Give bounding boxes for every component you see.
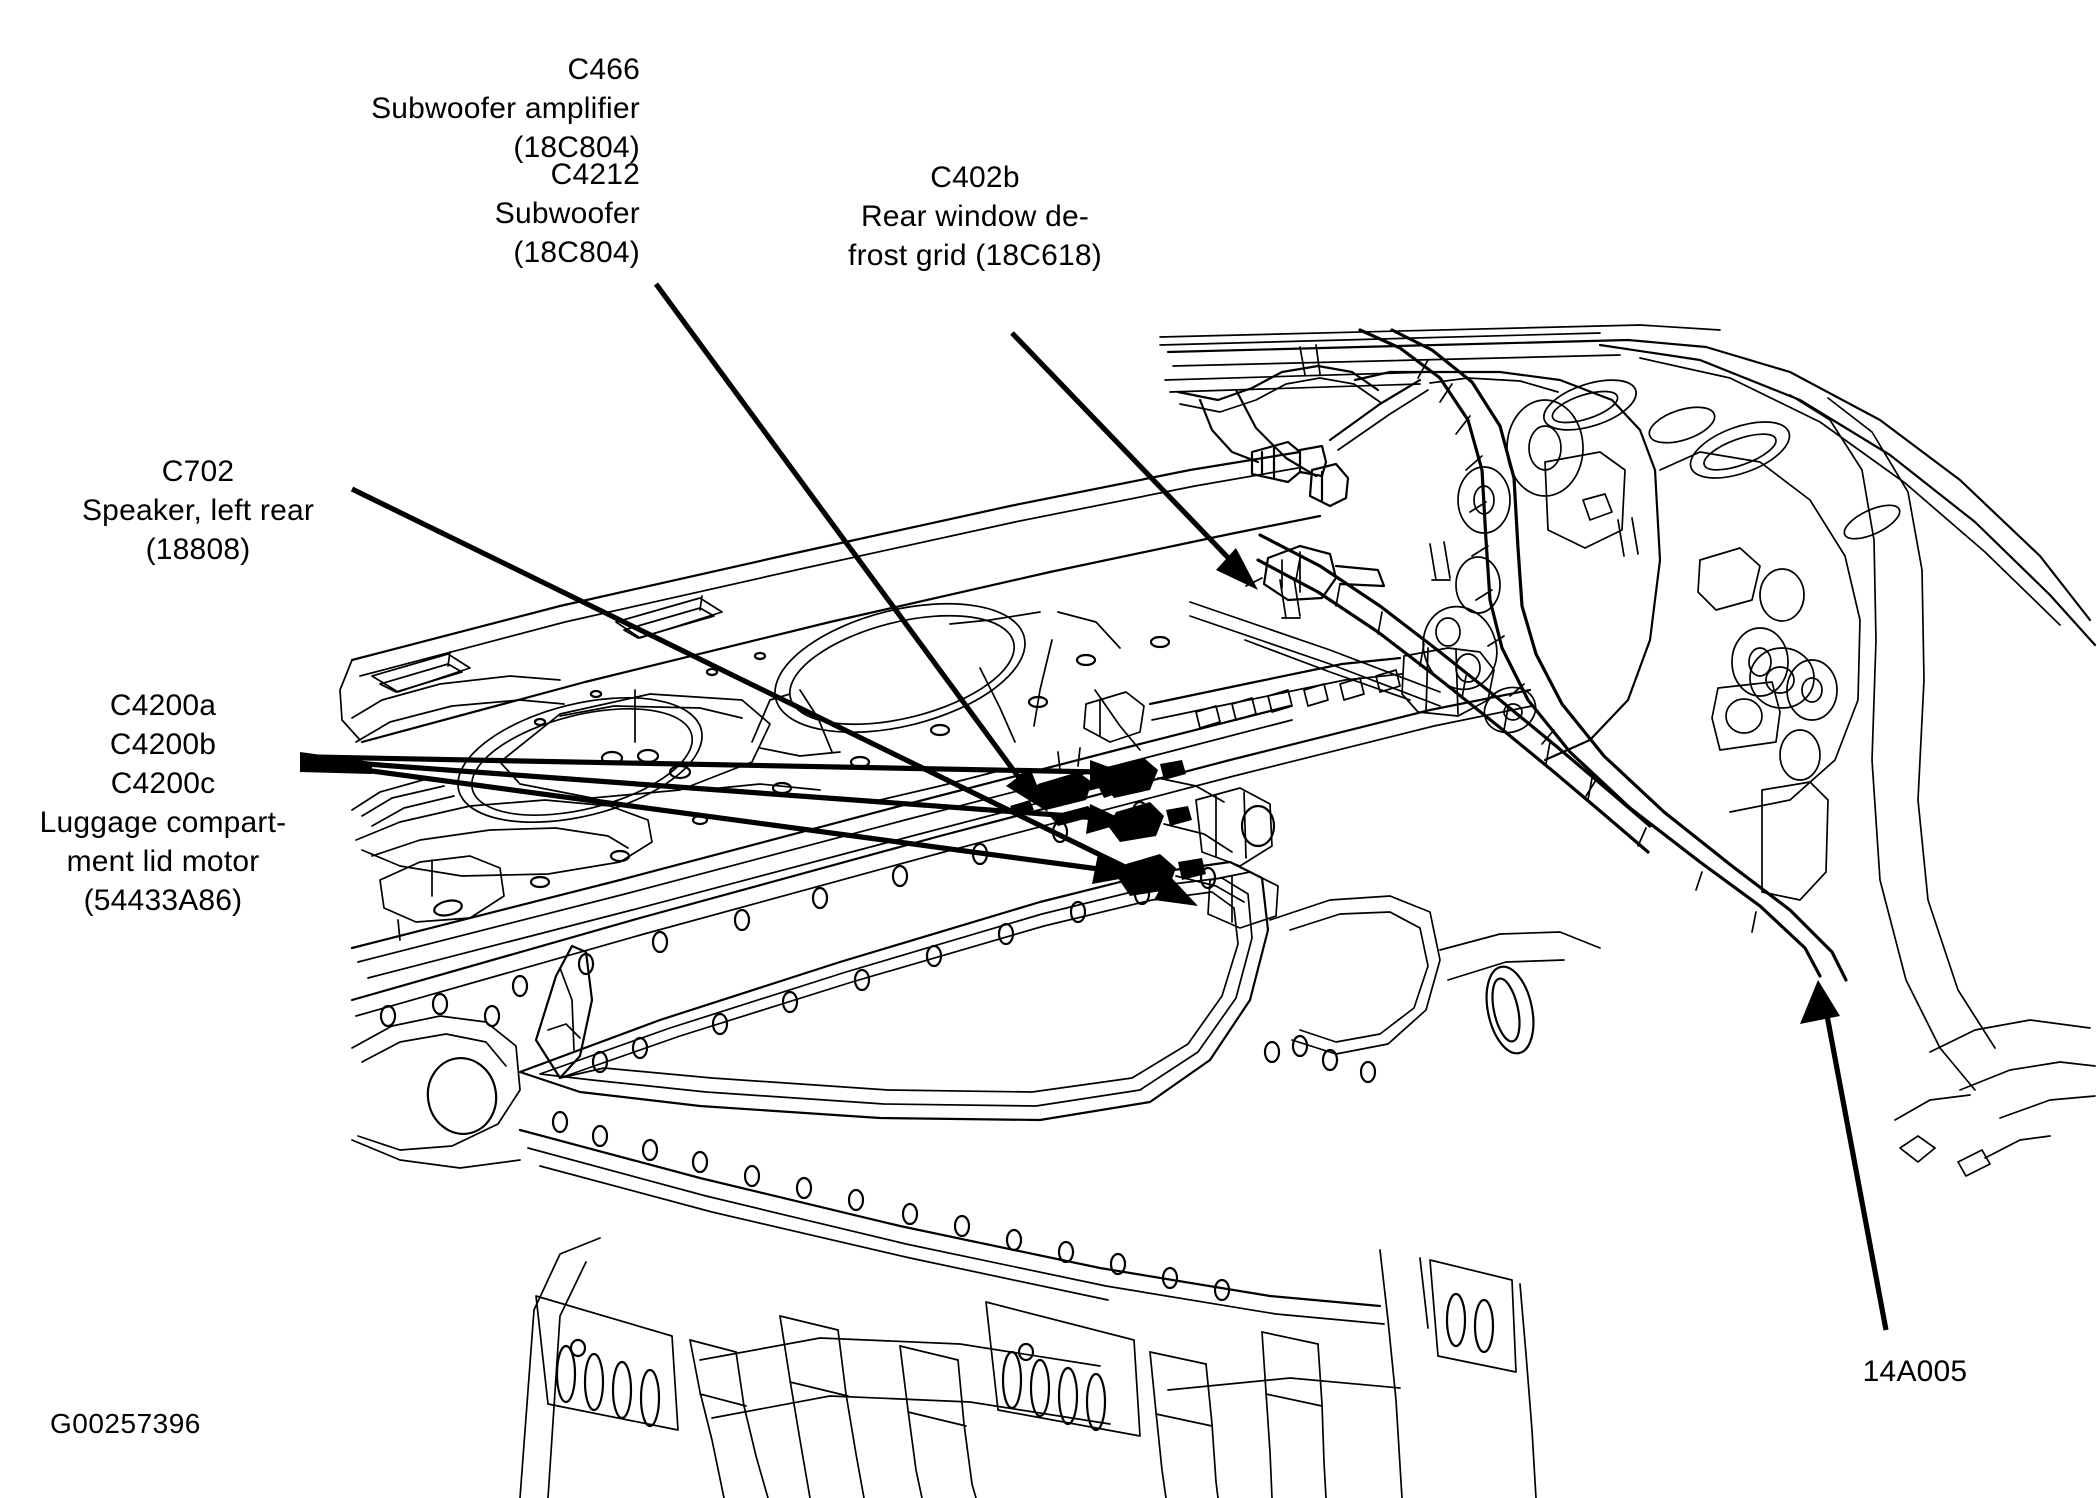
callout-14a005: 14A005 (1862, 1355, 1968, 1388)
leader-c4200c (311, 760, 1136, 884)
leader-c402b (1010, 331, 1258, 590)
figure-id-label: G00257396 (50, 1408, 201, 1439)
callout-c4200: C4200a C4200b C4200c Luggage compart- me… (39, 689, 287, 917)
leader-c4200a (311, 754, 1128, 790)
connector-c4200a (1102, 758, 1186, 798)
leader-c702 (350, 486, 1198, 906)
leader-lines (300, 282, 1889, 1331)
connector-c4200b (1108, 802, 1192, 842)
rear-shelf-strip (1148, 517, 1639, 729)
leader-c4200b (311, 757, 1128, 834)
callout-c402b: C402b Rear window de- frost grid (18C618… (848, 161, 1102, 272)
wiring-harness-14a005 (1176, 328, 1848, 982)
rear-bulkhead-ribs (519, 1237, 1537, 1498)
callout-c702: C702 Speaker, left rear (18808) (81, 455, 315, 566)
upper-body-structure (1159, 324, 2097, 1177)
callout-c466: C466 Subwoofer amplifier (18C804) (371, 53, 640, 164)
rear-body-lower-panel (350, 688, 1601, 1325)
leader-c4212 (653, 282, 1048, 812)
callout-c4212: C4212 Subwoofer (18C804) (494, 158, 640, 269)
leader-14a005 (1800, 980, 1889, 1331)
